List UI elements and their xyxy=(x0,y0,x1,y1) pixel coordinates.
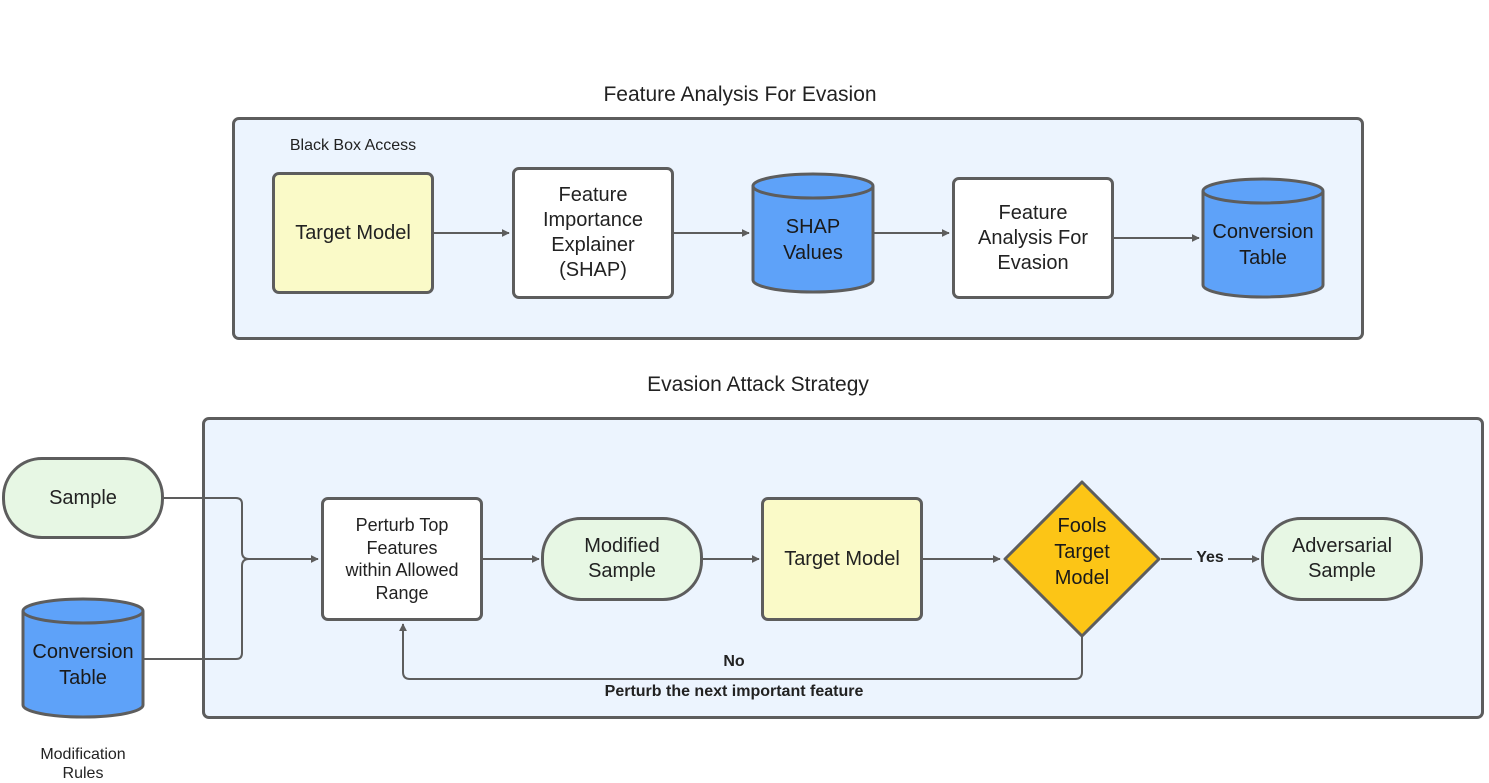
shap-values-cylinder: SHAP Values xyxy=(751,172,875,296)
database-icon xyxy=(751,172,875,294)
modification-rules-label: Modification Rules xyxy=(40,746,126,783)
conversion-table-label-bottom: Conversion Table xyxy=(32,641,134,689)
line-table-to-perturb xyxy=(143,558,250,660)
conversion-table-cylinder-bottom: Conversion Table xyxy=(21,597,145,721)
modified-sample-terminal: Modified Sample xyxy=(541,517,703,601)
arrow-sample-to-perturb xyxy=(163,497,319,563)
arrow-loop-back xyxy=(399,623,1083,680)
bottom-section-title: Evasion Attack Strategy xyxy=(647,373,869,396)
top-section-title: Feature Analysis For Evasion xyxy=(603,83,877,106)
sample-terminal: Sample xyxy=(2,457,164,539)
feature-analysis-box: Feature Analysis For Evasion xyxy=(952,177,1114,299)
no-label: No xyxy=(723,653,745,670)
shap-explainer-box: Feature Importance Explainer (SHAP) xyxy=(512,167,674,299)
loop-label: Perturb the next important feature xyxy=(604,683,864,700)
target-model-box: Target Model xyxy=(272,172,434,294)
perturb-features-box: Perturb Top Features within Allowed Rang… xyxy=(321,497,483,621)
shap-values-label: SHAP Values xyxy=(783,216,843,264)
target-model-box-bottom: Target Model xyxy=(761,497,923,621)
decision-label: Fools Target Model xyxy=(1054,515,1110,589)
fools-target-model-decision: Fools Target Model xyxy=(1002,479,1162,639)
conversion-table-label-top: Conversion Table xyxy=(1212,221,1314,269)
database-icon xyxy=(1201,177,1325,299)
database-icon xyxy=(21,597,145,719)
adversarial-sample-terminal: Adversarial Sample xyxy=(1261,517,1423,601)
decision-diamond-icon xyxy=(1003,480,1161,638)
yes-label: Yes xyxy=(1192,548,1228,568)
conversion-table-cylinder-top: Conversion Table xyxy=(1201,177,1325,301)
black-box-label: Black Box Access xyxy=(289,137,417,154)
